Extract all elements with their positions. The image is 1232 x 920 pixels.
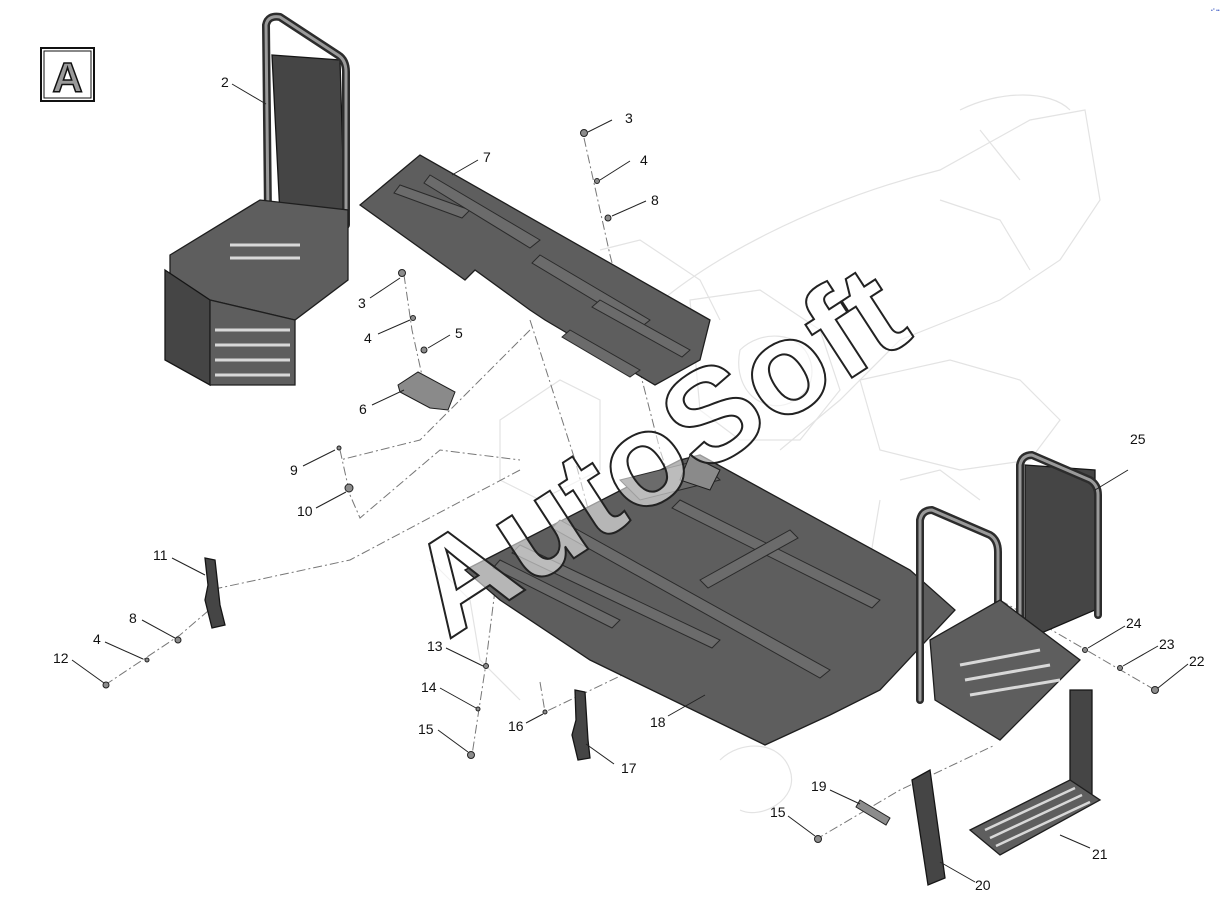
callout-24: 24	[1126, 615, 1142, 631]
callout-4: 4	[640, 152, 648, 168]
callout-10: 10	[297, 503, 313, 519]
callout-14: 14	[421, 679, 437, 695]
callout-3: 3	[358, 295, 366, 311]
view-letter: A	[52, 54, 82, 101]
upper-rib-plate	[358, 154, 711, 386]
callout-3: 3	[625, 110, 633, 126]
callout-8: 8	[651, 192, 659, 208]
left-hook-bracket	[204, 557, 226, 629]
callout-4: 4	[93, 631, 101, 647]
callout-20: 20	[975, 877, 991, 893]
callout-22: 22	[1189, 653, 1205, 669]
callout-15: 15	[770, 804, 786, 820]
callout-16: 16	[508, 718, 524, 734]
callout-labels: 2 3 4 8 7 3 4 5 6 9 10 11 8 4 12 13 14 1…	[53, 74, 1205, 893]
callout-6: 6	[359, 401, 367, 417]
left-step-assembly	[164, 12, 350, 387]
callout-25: 25	[1130, 431, 1146, 447]
hardware-fasteners	[102, 129, 1159, 843]
side-plate	[911, 768, 946, 886]
main-floor-panel	[463, 454, 956, 746]
callout-12: 12	[53, 650, 69, 666]
callout-17: 17	[621, 760, 637, 776]
callout-21: 21	[1092, 846, 1108, 862]
callout-8: 8	[129, 610, 137, 626]
view-letter-box: A	[40, 47, 95, 102]
callout-18: 18	[650, 714, 666, 730]
leader-lines	[71, 83, 1189, 883]
callout-23: 23	[1159, 636, 1175, 652]
hinge-bracket	[397, 371, 456, 411]
corner-mark: •° ••	[1211, 8, 1220, 14]
callout-15: 15	[418, 721, 434, 737]
callout-4: 4	[364, 330, 372, 346]
callout-19: 19	[811, 778, 827, 794]
vehicle-ghost-outline	[429, 94, 1101, 814]
right-step-assembly	[916, 451, 1102, 801]
callout-13: 13	[427, 638, 443, 654]
callout-7: 7	[483, 149, 491, 165]
callout-9: 9	[290, 462, 298, 478]
callout-11: 11	[153, 547, 168, 563]
lower-step-tread	[968, 779, 1102, 856]
callout-5: 5	[455, 325, 463, 341]
callout-2: 2	[221, 74, 229, 90]
lower-hook-bracket	[571, 689, 591, 761]
